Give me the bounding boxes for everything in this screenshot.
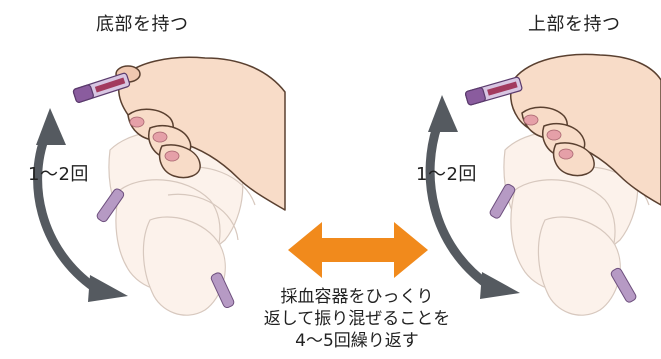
instruction-line: 返して振り混ぜることを (263, 309, 451, 329)
right-repeat-count-label: 1〜2回 (416, 164, 477, 185)
left-panel-title: 底部を持つ (96, 14, 189, 35)
right-fingernails (523, 114, 574, 160)
left-motion-ghost-hands (108, 130, 263, 316)
left-repeat-count-label: 1〜2回 (28, 164, 89, 185)
right-main-hand (510, 53, 661, 206)
right-ghost-tubes (489, 183, 637, 303)
mixing-instructions: 採血容器をひっくり 返して振り混ぜることを 4〜5回繰り返す (232, 286, 482, 352)
left-blood-tube (72, 72, 131, 103)
left-ghost-tubes (96, 188, 235, 309)
orange-double-arrow-icon (288, 222, 428, 278)
left-rotation-arrow-icon (33, 108, 128, 302)
left-fingernails (129, 116, 180, 162)
right-motion-ghost-hands (503, 130, 657, 316)
instruction-line: 採血容器をひっくり (280, 287, 434, 307)
right-panel-title: 上部を持つ (528, 14, 621, 35)
left-panel-illustration (33, 56, 286, 316)
right-rotation-arrow-icon (425, 95, 520, 299)
right-blood-tube (464, 76, 523, 106)
right-panel-illustration (425, 53, 661, 316)
instruction-line: 4〜5回繰り返す (295, 331, 419, 351)
left-main-hand (115, 56, 286, 211)
